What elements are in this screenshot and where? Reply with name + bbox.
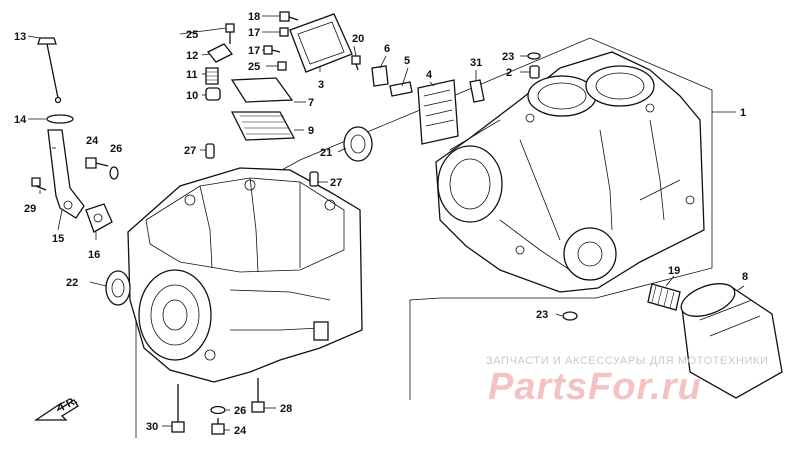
bolt-25-mid — [277, 61, 287, 71]
callout-24-bottom: 24 — [234, 425, 247, 437]
callout-26-upper: 26 — [110, 143, 122, 155]
pin-27b — [309, 171, 319, 187]
callout-28: 28 — [280, 403, 292, 415]
callout-3: 3 — [318, 79, 324, 91]
callout-14: 14 — [14, 114, 27, 126]
bolt-29 — [31, 177, 47, 191]
long-bolt-30 — [171, 384, 185, 433]
callout-19: 19 — [668, 265, 680, 277]
callout-25-mid: 25 — [248, 61, 260, 73]
callout-23-top: 23 — [502, 51, 514, 63]
callout-26-bottom: 26 — [234, 405, 246, 417]
pin-27a — [205, 143, 215, 159]
callout-22: 22 — [66, 277, 78, 289]
callout-27b: 27 — [330, 177, 342, 189]
callout-23-bottom: 23 — [536, 309, 548, 321]
bolt-20 — [351, 55, 361, 71]
callout-13: 13 — [14, 31, 26, 43]
watermark-logo: PartsFor.ru — [488, 366, 702, 408]
reed-valve-4 — [417, 79, 459, 145]
callout-17a: 17 — [248, 27, 260, 39]
callout-10: 10 — [186, 90, 198, 102]
oil-filter-stud — [647, 283, 681, 311]
callout-24-upper: 24 — [86, 135, 99, 147]
bolt-25-top — [225, 23, 235, 44]
gasket-5 — [389, 81, 413, 97]
seal-22 — [105, 270, 131, 306]
dowel-2 — [529, 65, 540, 79]
bolt-24-bottom — [211, 418, 225, 435]
oil-filter — [680, 283, 783, 399]
washer-26-bottom — [210, 405, 226, 415]
callout-25-top: 25 — [186, 29, 198, 41]
oil-seal-ring — [46, 114, 74, 124]
seal-21 — [343, 126, 373, 162]
callout-6: 6 — [384, 43, 390, 55]
callout-16: 16 — [88, 249, 100, 261]
callout-7: 7 — [308, 97, 314, 109]
callout-17b: 17 — [248, 45, 260, 57]
callout-2: 2 — [506, 67, 512, 79]
callout-30: 30 — [146, 421, 158, 433]
dipstick — [37, 37, 62, 104]
watermark-subtitle: ЗАПЧАСТИ И АКСЕССУАРЫ ДЛЯ МОТОТЕХНИКИ — [486, 355, 769, 367]
callout-labels: 13 14 15 16 29 24 26 22 25 18 17 12 17 1… — [14, 11, 748, 437]
oring-23-top — [527, 52, 541, 60]
callout-9: 9 — [308, 125, 314, 137]
leader-lines — [27, 15, 745, 431]
callout-8: 8 — [742, 271, 748, 283]
cylinder-block — [435, 51, 705, 293]
oring-23-bottom — [562, 311, 578, 321]
bracket-6 — [371, 65, 389, 87]
bolt-18 — [279, 11, 299, 22]
tube-gasket — [85, 203, 113, 233]
cap-10 — [205, 87, 221, 101]
filter-element-9 — [230, 111, 296, 141]
callout-29: 29 — [24, 203, 36, 215]
callout-31: 31 — [470, 57, 482, 69]
callout-12: 12 — [186, 50, 198, 62]
callout-5: 5 — [404, 55, 410, 67]
bolt-24-upper — [85, 157, 109, 169]
front-direction-arrow — [33, 399, 79, 421]
bolt-17b — [263, 45, 281, 55]
callout-21: 21 — [320, 147, 332, 159]
reed-plate-7 — [230, 77, 294, 103]
spring-11 — [205, 67, 219, 85]
bolt-17a — [279, 27, 289, 37]
crankcase — [127, 167, 363, 383]
callout-15: 15 — [52, 233, 64, 245]
callout-11: 11 — [186, 69, 198, 81]
bolt-28 — [251, 378, 265, 413]
oil-filler-tube — [47, 129, 85, 219]
plate-12 — [206, 43, 234, 63]
breather-cover — [289, 13, 353, 73]
clip-31 — [469, 79, 485, 103]
callout-1: 1 — [740, 107, 746, 119]
callout-27a: 27 — [184, 145, 196, 157]
callout-18: 18 — [248, 11, 260, 23]
callout-4: 4 — [426, 69, 433, 81]
callout-20: 20 — [352, 33, 364, 45]
washer-26-upper — [109, 166, 119, 180]
